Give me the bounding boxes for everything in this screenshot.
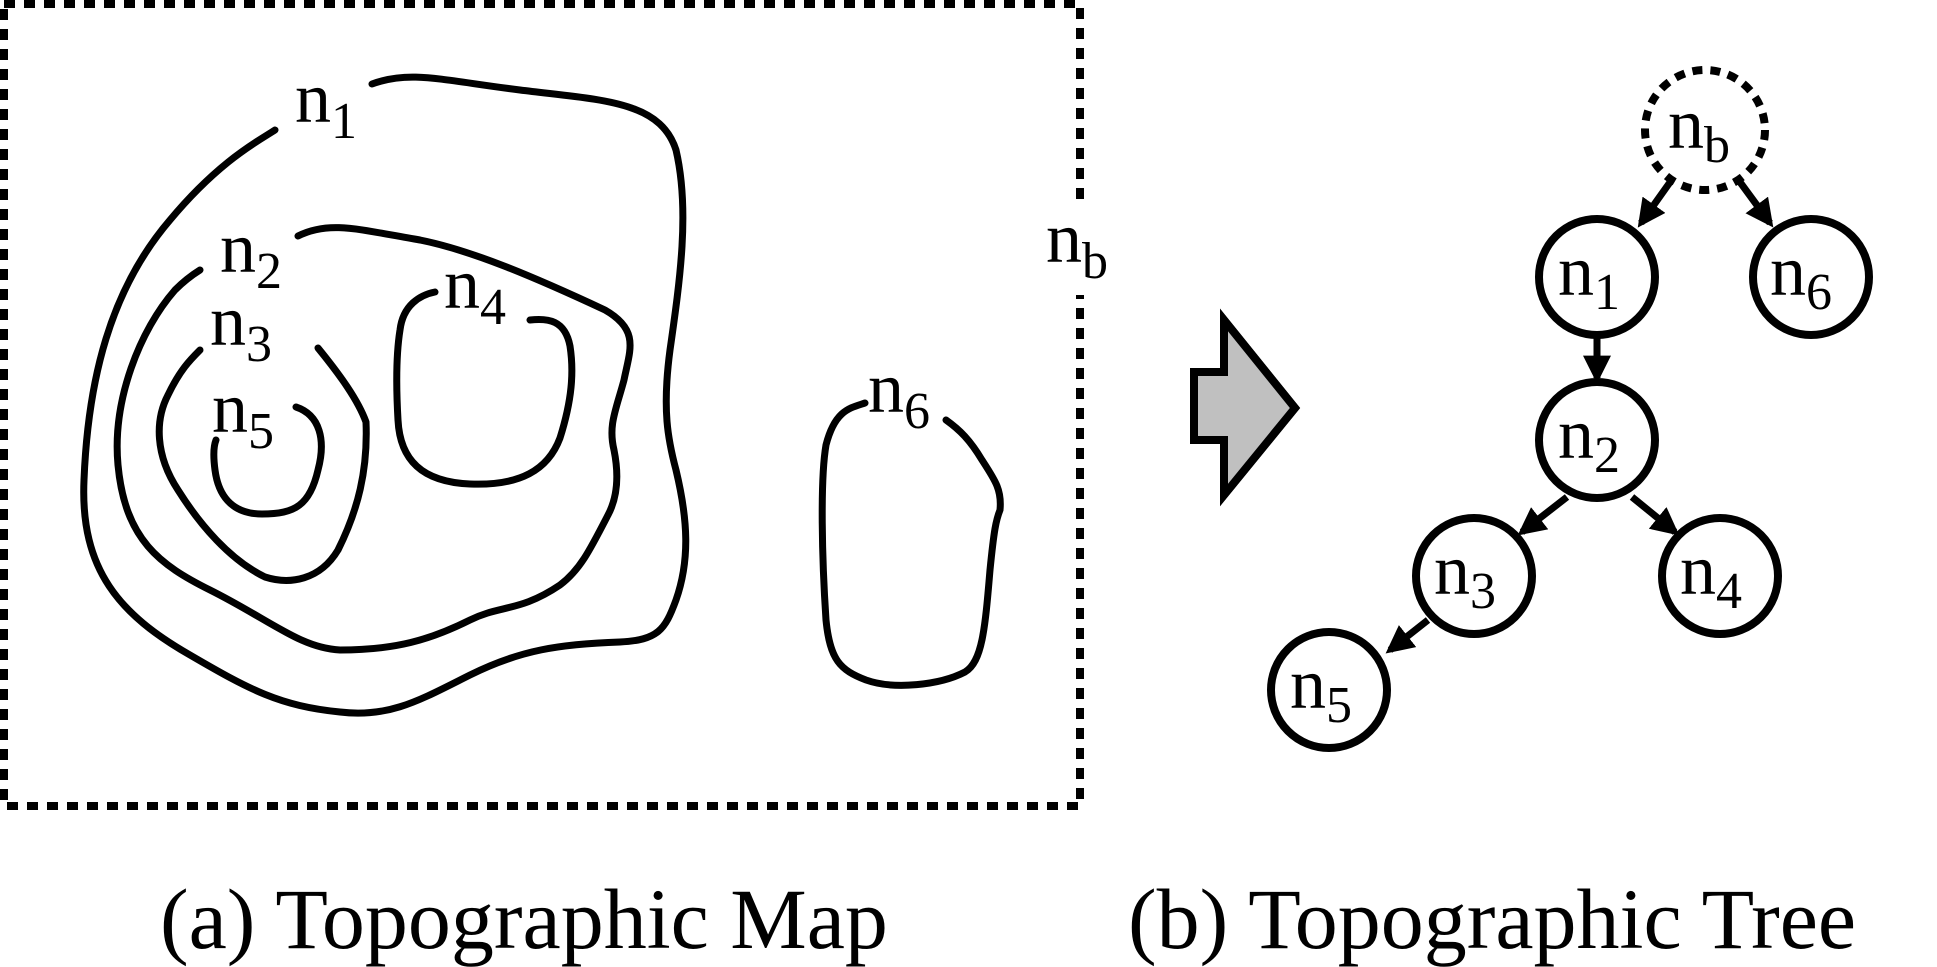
edge-n3-n5 [1385,617,1431,654]
svg-text:nb: nb [1668,84,1730,174]
svg-text:n4: n4 [1680,530,1742,620]
tree-node-n4: n4 [1658,514,1782,638]
svg-text:n3: n3 [1434,530,1496,620]
contour-n5 [210,403,325,518]
edge-n2-n3 [1517,494,1570,536]
svg-text:n6: n6 [1770,231,1832,321]
contour-n4 [393,288,576,488]
tree-node-n3: n3 [1412,514,1536,638]
svg-text:n2: n2 [1558,394,1620,484]
tree-node-n1: n1 [1535,215,1659,339]
contour-n2 [113,224,634,654]
boundary-label-nb: nb [1046,198,1108,290]
label-n2: n2 [220,208,282,300]
tree-node-n2: n2 [1535,378,1659,502]
label-n3: n3 [210,281,272,373]
svg-text:n5: n5 [1290,644,1352,734]
tree-node-nb: nb [1641,66,1769,194]
edge-n2-n4 [1629,494,1680,536]
label-n5: n5 [212,368,274,460]
tree-node-n6: n6 [1749,215,1873,339]
svg-text:n1: n1 [1558,231,1620,321]
tree-node-n5: n5 [1267,628,1391,752]
contour-n6 [818,399,1004,689]
contour-n1 [80,73,690,717]
edge-nb-n6 [1734,175,1774,228]
topographic-tree-panel: nb n1 n6 n2 n3 [1267,66,1873,752]
label-n4: n4 [444,244,506,336]
label-n1: n1 [295,58,357,150]
label-n6: n6 [868,348,930,440]
topographic-map-panel: n1 n2 n3 n4 n5 n6 nb [0,0,1130,810]
caption-a: (a) Topographic Map [160,871,888,967]
contour-n3 [155,344,370,584]
caption-b: (b) Topographic Tree [1128,871,1856,967]
edge-nb-n1 [1637,175,1676,228]
